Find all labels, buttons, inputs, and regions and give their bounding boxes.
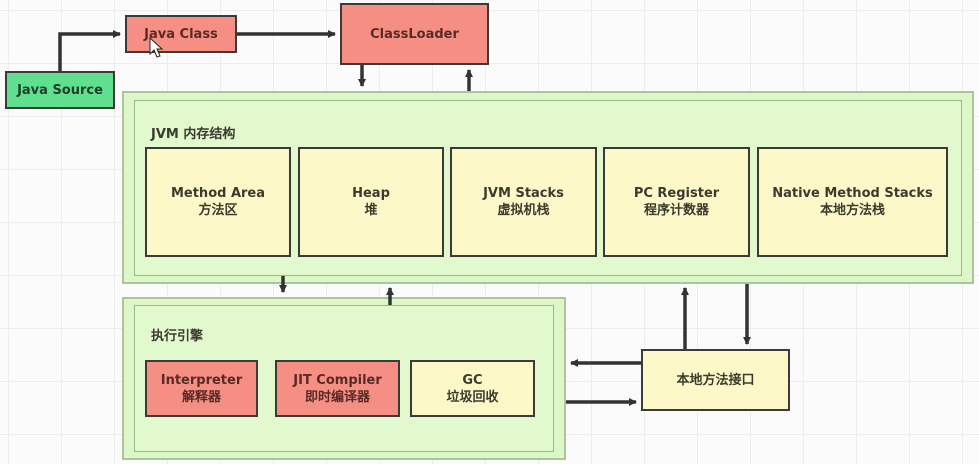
interpreter-zh: 解释器: [181, 389, 221, 405]
native-method-stacks-box: Native Method Stacks 本地方法栈: [757, 147, 948, 257]
gc-zh: 垃圾回收: [446, 389, 499, 405]
java-class-node: Java Class: [125, 15, 237, 53]
native-method-stacks-zh: 本地方法栈: [819, 203, 885, 218]
jit-compiler-en: JIT Compiler: [293, 372, 382, 388]
pc-register-zh: 程序计数器: [643, 203, 709, 218]
jit-compiler-zh: 即时编译器: [304, 389, 370, 405]
jvm-stacks-zh: 虚拟机栈: [497, 203, 550, 218]
java-class-label: Java Class: [144, 26, 218, 42]
jvm-stacks-box: JVM Stacks 虚拟机栈: [450, 147, 597, 257]
native-method-interface-box: 本地方法接口: [641, 349, 790, 411]
jit-compiler-box: JIT Compiler 即时编译器: [275, 360, 400, 417]
method-area-en: Method Area: [170, 186, 266, 201]
execution-engine-title: 执行引擎: [151, 329, 204, 344]
interpreter-en: Interpreter: [160, 372, 243, 388]
java-source-label: Java Source: [17, 82, 103, 98]
jvm-memory-title: JVM 内存结构: [151, 127, 236, 142]
classloader-node: ClassLoader: [340, 3, 489, 65]
native-method-interface-label: 本地方法接口: [676, 372, 755, 388]
gc-en: GC: [462, 372, 483, 388]
heap-box: Heap 堆: [298, 147, 444, 257]
native-method-stacks-en: Native Method Stacks: [772, 186, 933, 201]
classloader-label: ClassLoader: [370, 26, 459, 42]
arrow-source-to-class: [58, 30, 121, 71]
java-source-node: Java Source: [5, 71, 115, 109]
heap-en: Heap: [352, 186, 390, 201]
method-area-box: Method Area 方法区: [145, 147, 291, 257]
gc-box: GC 垃圾回收: [410, 360, 535, 417]
pc-register-en: PC Register: [633, 186, 720, 201]
pc-register-box: PC Register 程序计数器: [603, 147, 750, 257]
interpreter-box: Interpreter 解释器: [145, 360, 258, 417]
method-area-zh: 方法区: [198, 203, 238, 218]
heap-zh: 堆: [364, 203, 378, 218]
jvm-stacks-en: JVM Stacks: [483, 186, 564, 201]
